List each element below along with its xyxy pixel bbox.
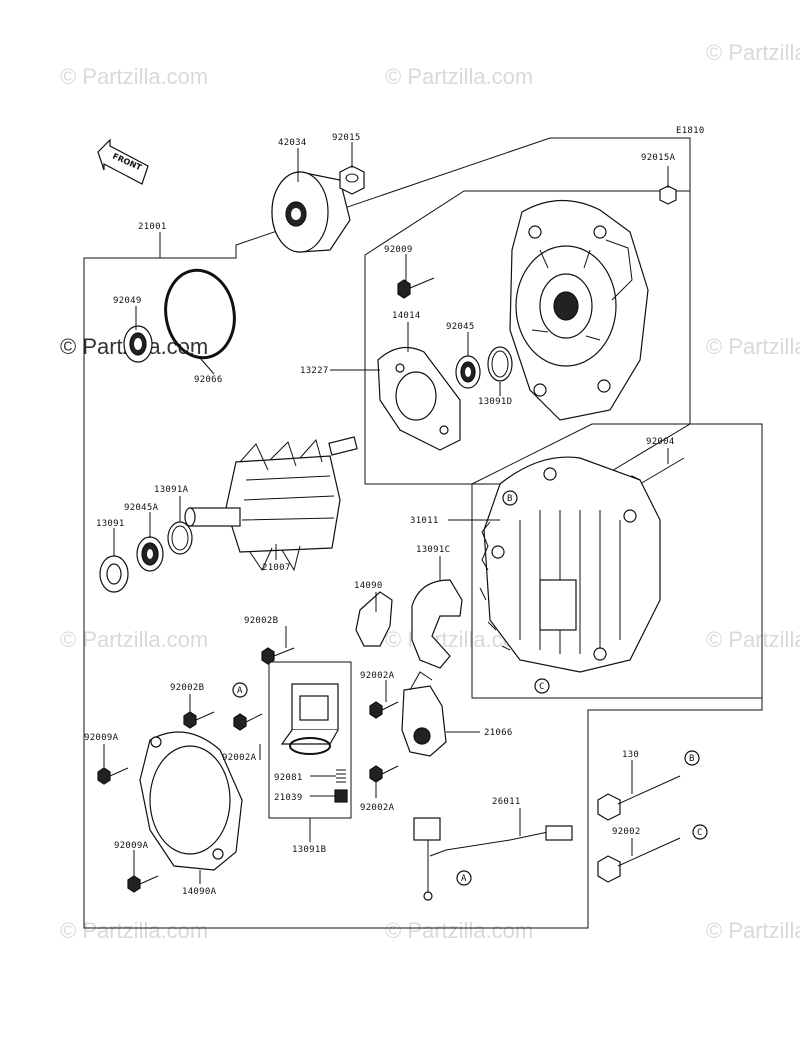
part-label: 92009A bbox=[114, 841, 149, 851]
part-label: 92009 bbox=[384, 245, 413, 255]
part-label: 31011 bbox=[410, 516, 439, 526]
pulley-icon bbox=[271, 171, 351, 253]
bolt-icon bbox=[597, 775, 681, 821]
insulator-cover-icon bbox=[411, 579, 463, 669]
part-label: 13091 bbox=[96, 519, 125, 529]
collar-icon bbox=[99, 555, 129, 593]
part-label: 13091B bbox=[292, 845, 326, 855]
watermark: © Partzilla.com bbox=[706, 627, 800, 652]
callout-c-circle: C bbox=[534, 678, 550, 694]
nut-icon bbox=[659, 185, 677, 205]
watermark: © Partzilla.com bbox=[706, 40, 800, 65]
part-label: 92066 bbox=[194, 375, 223, 385]
part-label: 13227 bbox=[300, 366, 329, 376]
part-label: 21001 bbox=[138, 222, 167, 232]
screw-icon bbox=[397, 277, 435, 299]
part-label: 92049 bbox=[113, 296, 142, 306]
screw-icon bbox=[183, 711, 215, 729]
watermark: © Partzilla.com bbox=[385, 918, 534, 943]
svg-text:A: A bbox=[461, 874, 467, 884]
screw-icon bbox=[369, 765, 399, 783]
regulator-icon bbox=[280, 683, 339, 755]
bearing-icon bbox=[123, 325, 153, 363]
front-housing-group-box bbox=[471, 423, 763, 699]
lead-wire-icon bbox=[413, 817, 573, 901]
regulator-icon bbox=[401, 671, 447, 757]
screw-icon bbox=[233, 713, 263, 731]
part-label: 92081 bbox=[274, 773, 303, 783]
part-label: 14014 bbox=[392, 311, 421, 321]
part-label: 13091A bbox=[154, 485, 189, 495]
part-label: 26011 bbox=[492, 797, 521, 807]
part-label: 92009A bbox=[84, 733, 119, 743]
cover-plate-icon bbox=[377, 346, 461, 451]
part-label: 21007 bbox=[262, 563, 291, 573]
spring-icon bbox=[336, 769, 346, 783]
watermark: © Partzilla.com bbox=[385, 64, 534, 89]
screw-icon bbox=[261, 647, 295, 665]
watermark: © Partzilla.com bbox=[706, 334, 800, 359]
rotor-icon bbox=[184, 436, 358, 572]
svg-text:C: C bbox=[539, 682, 545, 692]
part-label: 92002A bbox=[360, 671, 395, 681]
brush-icon bbox=[334, 789, 348, 803]
part-label: 13091D bbox=[478, 397, 512, 407]
bearing-icon bbox=[455, 355, 481, 389]
svg-text:B: B bbox=[507, 494, 513, 504]
svg-text:B: B bbox=[689, 754, 695, 764]
part-label: 130 bbox=[622, 750, 639, 760]
part-label: 13091C bbox=[416, 545, 450, 555]
part-label: 92002A bbox=[360, 803, 395, 813]
part-label: 92002 bbox=[612, 827, 641, 837]
part-label: 92045A bbox=[124, 503, 159, 513]
part-label: 42034 bbox=[278, 138, 307, 148]
front-arrow-icon: FRONT bbox=[97, 138, 149, 185]
diagram-code: E1810 bbox=[676, 126, 705, 136]
callout-b-circle: B bbox=[684, 750, 700, 766]
part-label: 92002B bbox=[170, 683, 204, 693]
svg-text:A: A bbox=[237, 686, 243, 696]
front-housing-icon bbox=[479, 456, 661, 673]
part-label: 92004 bbox=[646, 437, 675, 447]
part-label: 92015 bbox=[332, 133, 361, 143]
part-label: 21039 bbox=[274, 793, 303, 803]
part-label: 92002B bbox=[244, 616, 278, 626]
watermark: © Partzilla.com bbox=[60, 918, 209, 943]
watermark: © Partzilla.com bbox=[706, 918, 800, 943]
screw-icon bbox=[369, 701, 399, 719]
leader-lines bbox=[103, 142, 669, 884]
watermark: © Partzilla.com bbox=[60, 64, 209, 89]
bearing-icon bbox=[136, 536, 164, 572]
part-label: 92045 bbox=[446, 322, 475, 332]
callout-a-circle: A bbox=[456, 870, 472, 886]
watermark: © Partzilla.com bbox=[60, 627, 209, 652]
part-label: 14090 bbox=[354, 581, 383, 591]
part-label: 14090A bbox=[182, 887, 217, 897]
bolt-icon bbox=[597, 837, 681, 883]
o-ring-icon bbox=[164, 268, 236, 360]
svg-text:C: C bbox=[697, 828, 703, 838]
screw-icon bbox=[97, 767, 129, 785]
end-cover-icon bbox=[139, 731, 243, 871]
callout-b-circle: B bbox=[502, 490, 518, 506]
part-label: 92015A bbox=[641, 153, 676, 163]
part-label: 21066 bbox=[484, 728, 513, 738]
callout-a-circle: A bbox=[232, 682, 248, 698]
part-label: 92002A bbox=[222, 753, 257, 763]
rear-housing-icon bbox=[509, 199, 649, 421]
screw-icon bbox=[127, 875, 159, 893]
callout-c-circle: C bbox=[692, 824, 708, 840]
nut-icon bbox=[339, 165, 365, 195]
brush-holder-icon bbox=[355, 591, 393, 647]
